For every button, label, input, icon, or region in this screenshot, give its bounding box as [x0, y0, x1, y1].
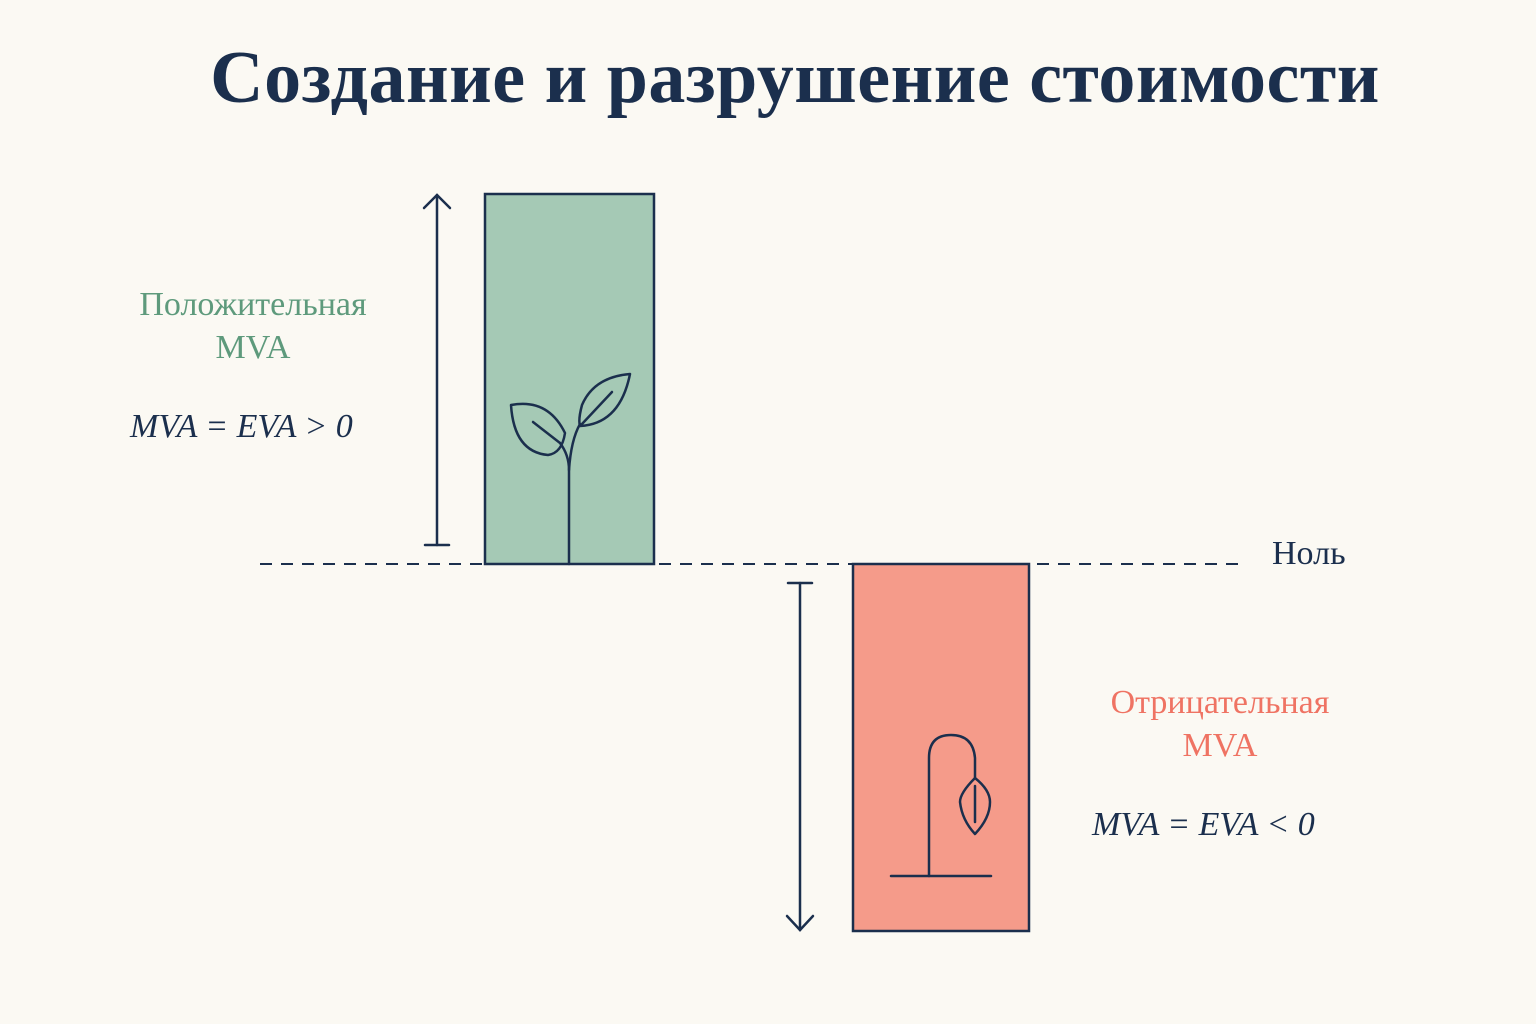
page-title: Создание и разрушение стоимости — [210, 37, 1380, 119]
sprout-icon — [509, 372, 632, 566]
positive-formula: MVA = EVA > 0 — [130, 408, 353, 445]
down-arrow-icon — [785, 581, 815, 932]
zero-label: Ноль — [1272, 535, 1346, 572]
positive-label-line1: Положительная — [139, 286, 367, 323]
negative-label-line2: MVA — [1182, 726, 1258, 764]
negative-mva-label: Отрицательная MVA — [1060, 682, 1380, 767]
negative-formula: MVA = EVA < 0 — [1092, 806, 1315, 843]
up-arrow-icon — [422, 193, 452, 547]
wilted-plant-icon — [889, 733, 993, 878]
positive-mva-label: Положительная MVA — [98, 284, 408, 369]
positive-label-line2: MVA — [215, 328, 291, 366]
negative-label-line1: Отрицательная — [1110, 684, 1330, 721]
